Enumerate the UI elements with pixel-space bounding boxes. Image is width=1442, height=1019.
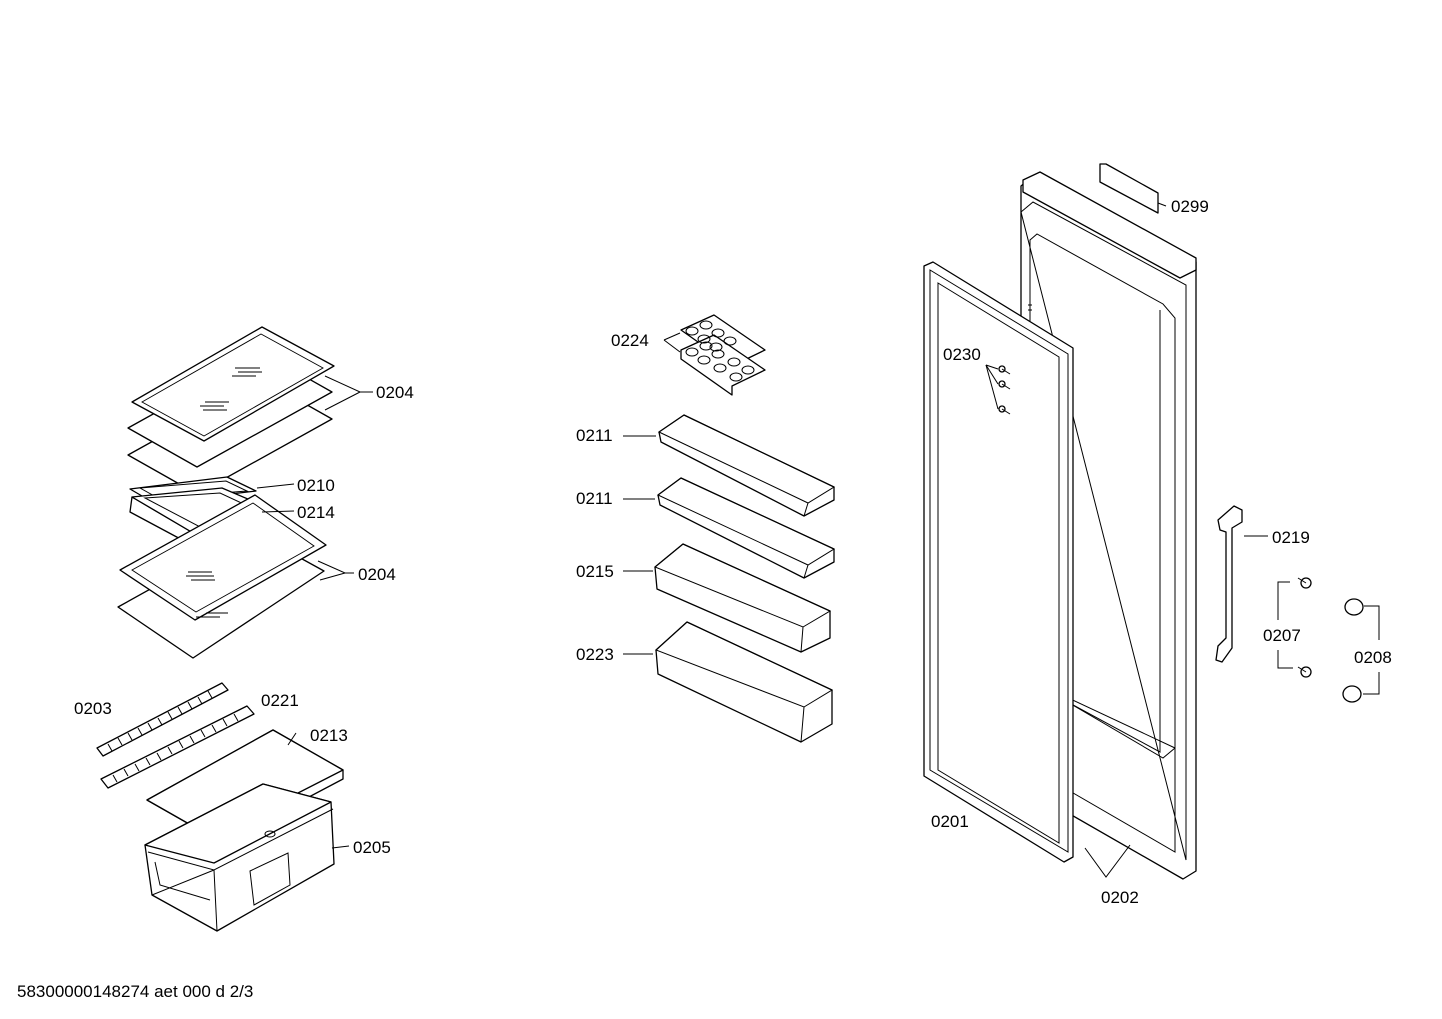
label-0230: 0230 [943,345,981,364]
label-sticker-0299 [1099,163,1159,214]
door-handle-0219 [1215,505,1243,663]
crisper-drawer-0205 [144,783,335,932]
label-0203: 0203 [74,699,112,718]
divider-strip-0203 [96,682,229,757]
label-0205: 0205 [353,838,391,857]
screws-0230 [998,365,1011,415]
label-0299: 0299 [1171,197,1209,216]
egg-tray-0224 [680,314,766,396]
door-bin-0223 [655,621,834,743]
label-0204-upper: 0204 [376,383,414,402]
label-0211-upper: 0211 [576,426,613,445]
divider-strip-0221 [100,705,255,789]
label-0221: 0221 [261,691,299,710]
label-0224: 0224 [611,331,649,350]
screw-0207 [1297,577,1312,678]
label-0213: 0213 [310,726,348,745]
label-0201: 0201 [931,812,969,831]
door-bin-0215 [654,543,832,653]
glass-shelves-lower-0204 [117,494,327,659]
label-0210: 0210 [297,476,335,495]
label-0207: 0207 [1263,626,1301,645]
label-0219: 0219 [1272,528,1310,547]
cap-0208 [1342,598,1364,703]
label-0214: 0214 [297,503,335,522]
drawing-reference-footer: 58300000148274 aet 000 d 2/3 [17,982,253,1001]
door-gasket-0201 [923,261,1074,863]
label-0223: 0223 [576,645,614,664]
glass-shelves-upper-0204 [127,326,335,495]
door-bin-0211-lower [657,477,836,579]
label-0215: 0215 [576,562,614,581]
door-bin-0211-upper [657,414,836,517]
part-labels: 0299 0204 0210 0214 0204 0203 0221 0213 … [74,197,1392,907]
label-0208: 0208 [1354,648,1392,667]
label-0204-lower: 0204 [358,565,396,584]
leader-lines [256,202,1380,878]
label-0202: 0202 [1101,888,1139,907]
label-0211-lower: 0211 [576,489,613,508]
